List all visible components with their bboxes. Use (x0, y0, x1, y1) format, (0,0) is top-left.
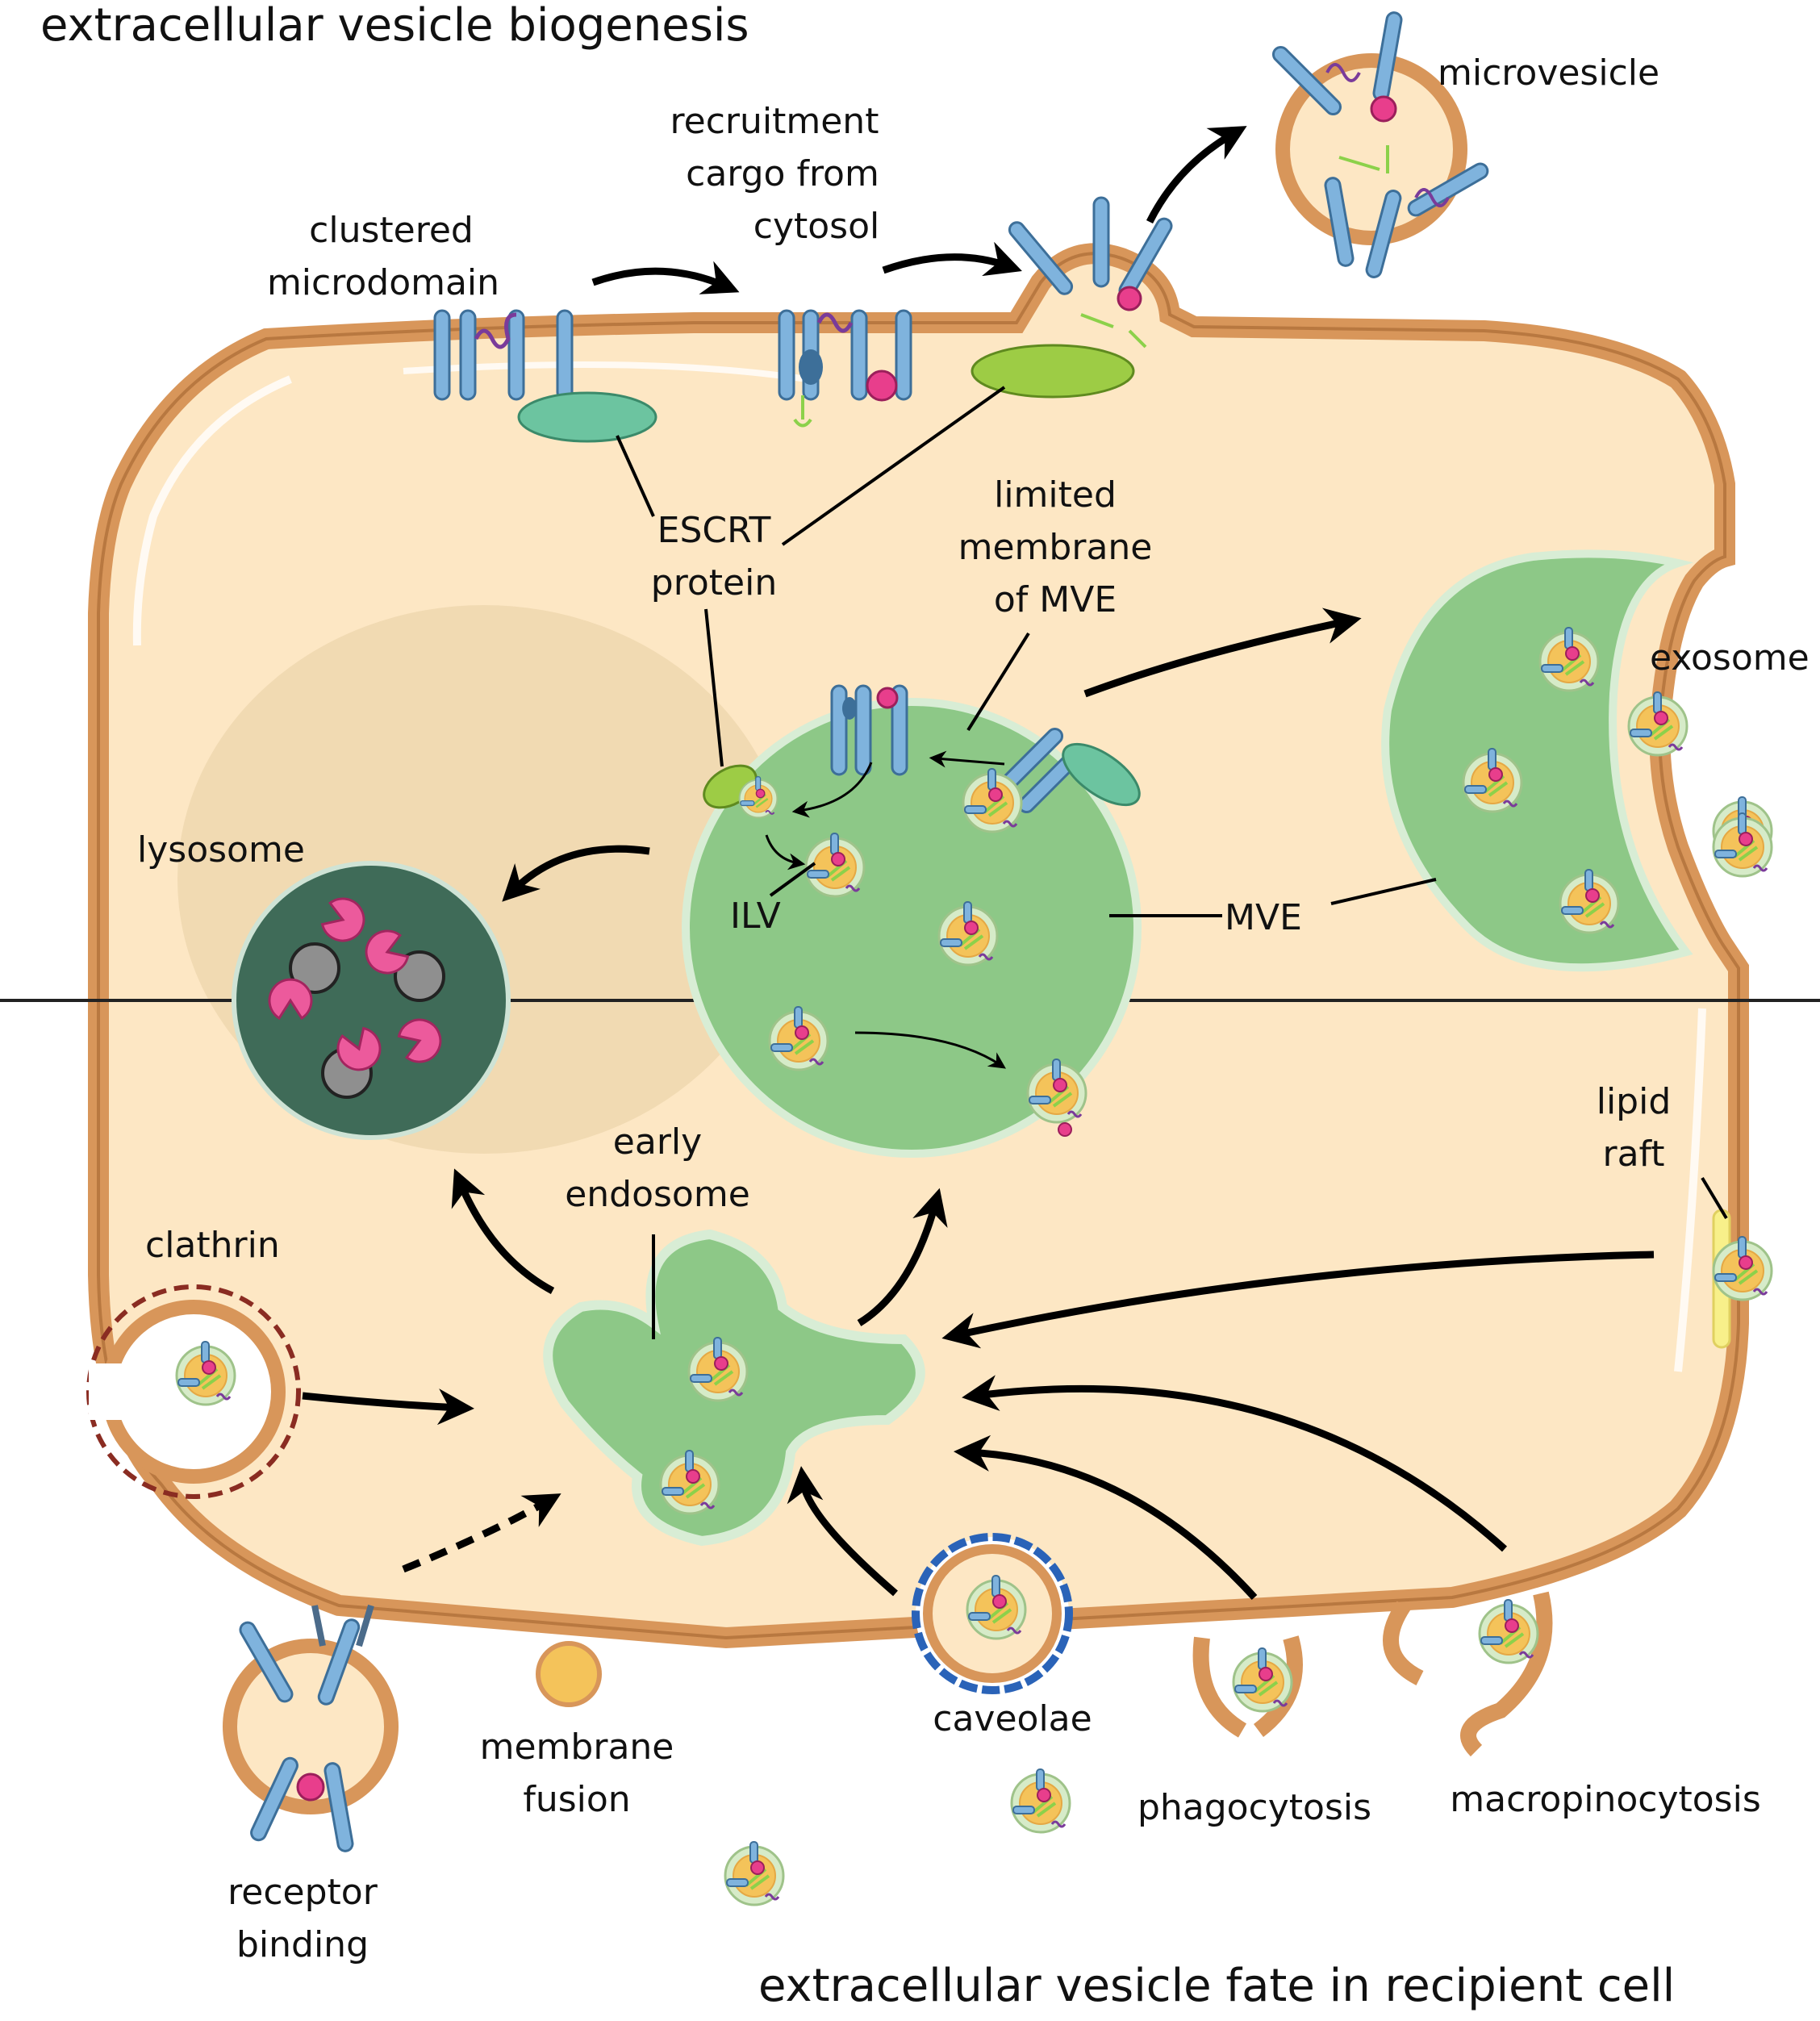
label-early-endosome-2: endosome (565, 1174, 750, 1215)
label-clustered-1: clustered (309, 210, 474, 251)
label-clathrin: clathrin (145, 1225, 280, 1266)
label-membrane-fusion-1: membrane (480, 1727, 674, 1768)
escrt-protein-teal (517, 391, 657, 443)
label-limited-1: limited (994, 474, 1117, 516)
fusing-mve (1381, 549, 1773, 972)
label-recruitment-1: recruitment (670, 101, 879, 142)
cargo-pink (866, 370, 898, 402)
label-caveolae: caveolae (933, 1698, 1092, 1739)
label-escrt-2: protein (651, 562, 777, 603)
process-arrows (302, 126, 1655, 1601)
clustered-microdomain (433, 309, 657, 443)
escrt-protein-lime (971, 344, 1135, 399)
escrt-protein-teal-mve (1062, 742, 1141, 807)
label-microvesicle: microvesicle (1438, 52, 1659, 94)
macropinocytosis-ruffle (1383, 1591, 1553, 1757)
label-macropinocytosis: macropinocytosis (1450, 1779, 1761, 1820)
label-receptor-binding-1: receptor (228, 1872, 378, 1913)
budding-microvesicle (971, 196, 1175, 399)
phagocytosis-cup (1192, 1635, 1303, 1738)
label-recruitment-3: cytosol (753, 206, 879, 247)
title-bottom: extracellular vesicle fate in recipient … (758, 1960, 1675, 2012)
label-clustered-2: microdomain (267, 262, 499, 303)
microvesicle (1269, 10, 1492, 280)
leader-lines (616, 386, 1728, 1339)
caveolae-pit (912, 1533, 1073, 1694)
label-exosome: exosome (1650, 637, 1810, 679)
mve (682, 684, 1142, 1158)
label-lipid-raft-2: raft (1602, 1134, 1664, 1175)
label-phagocytosis: phagocytosis (1138, 1787, 1371, 1828)
label-membrane-fusion-2: fusion (523, 1779, 630, 1820)
recruitment-site (778, 309, 912, 428)
membrane-fusion-vesicle (536, 1641, 602, 1707)
label-lysosome: lysosome (137, 829, 305, 871)
label-escrt-1: ESCRT (657, 510, 771, 551)
label-limited-2: membrane (958, 527, 1153, 568)
label-ilv: ILV (730, 896, 781, 937)
label-receptor-binding-2: binding (236, 1924, 369, 1965)
label-recruitment-2: cargo from (686, 153, 879, 194)
label-early-endosome-1: early (613, 1121, 702, 1163)
label-limited-3: of MVE (994, 579, 1117, 620)
receptor-binding-vesicle (223, 1604, 399, 1854)
early-endosome (543, 1229, 925, 1547)
lysosome (232, 861, 511, 1140)
clathrin-pit (86, 1284, 301, 1499)
label-mve: MVE (1225, 897, 1302, 938)
label-lipid-raft-1: lipid (1597, 1081, 1672, 1122)
title-top: extracellular vesicle biogenesis (40, 0, 749, 52)
